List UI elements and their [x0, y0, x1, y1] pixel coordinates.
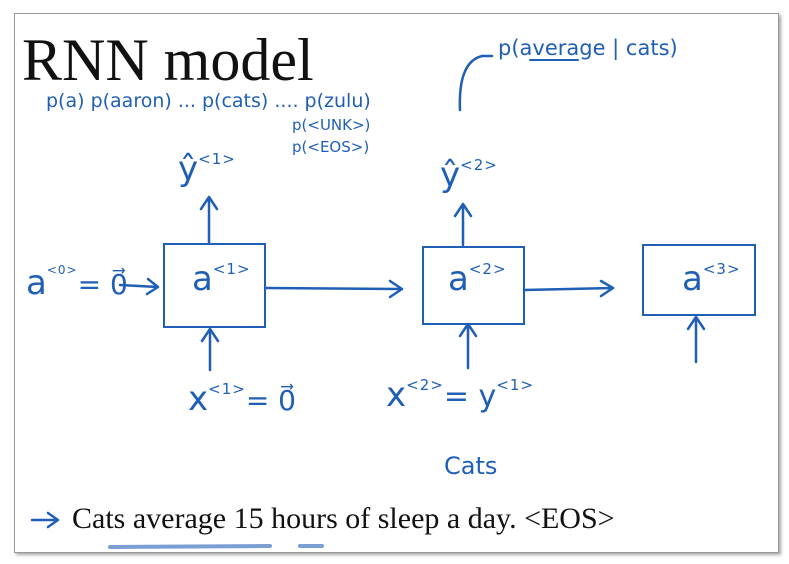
a0-equals-zero: = 0⃗ — [77, 268, 128, 301]
cell3-label: a<3> — [682, 259, 741, 299]
a0-superscript: <0> — [46, 263, 78, 277]
y1-superscript: <1> — [198, 150, 236, 168]
rnn-cell-2 — [422, 246, 525, 325]
conditional-hook-line — [458, 54, 494, 112]
arrow-x3-to-cell3 — [686, 315, 706, 364]
cell3-superscript: <3> — [702, 260, 741, 278]
arrow-x1-to-cell1 — [200, 327, 220, 372]
arrow-cell2-to-y2 — [453, 202, 473, 247]
a0-letter: a — [26, 263, 47, 303]
cell2-activation: a — [448, 259, 469, 299]
y2-superscript: <2> — [460, 156, 498, 174]
x1-input-label: x<1>= 0⃗ — [188, 379, 296, 419]
sentence-underline — [108, 544, 324, 549]
x2-input-label: x<2>= y<1> — [386, 375, 534, 415]
unk-prob-label: p(<UNK>) — [292, 116, 371, 134]
cell1-activation: a — [192, 259, 213, 299]
arrow-cell1-to-y1 — [199, 195, 219, 245]
arrow-x2-to-cell2 — [458, 322, 478, 370]
x1-equals-zero: = 0⃗ — [245, 384, 296, 417]
slide-title: RNN model — [22, 27, 314, 93]
arrow-cell2-to-cell3 — [522, 279, 615, 298]
rnn-cell-3 — [642, 244, 756, 316]
arrow-cell1-to-cell2 — [263, 279, 404, 299]
sentence-pointer-arrow — [30, 511, 60, 529]
x1-superscript: <1> — [208, 380, 246, 398]
cell1-label: a<1> — [192, 259, 251, 299]
slide-frame — [14, 13, 779, 553]
x1-letter: x — [188, 379, 209, 419]
cell3-activation: a — [682, 259, 703, 299]
eos-prob-label: p(<EOS>) — [292, 138, 370, 156]
cell2-label: a<2> — [448, 259, 507, 299]
y2-letter: ŷ — [440, 155, 461, 195]
cell2-superscript: <2> — [468, 260, 507, 278]
x2-superscript: <2> — [406, 376, 444, 394]
rnn-cell-1 — [163, 243, 266, 328]
y1-hat-label: ŷ<1> — [178, 149, 236, 189]
y1-letter: ŷ — [178, 149, 199, 189]
y2-hat-label: ŷ<2> — [440, 155, 498, 195]
training-sentence: Cats average 15 hours of sleep a day. <E… — [72, 502, 615, 535]
vocab-probs-label: p(a) p(aaron) ... p(cats) .... p(zulu) — [46, 90, 371, 112]
cell1-superscript: <1> — [212, 260, 251, 278]
conditional-prob-label: p(average | cats) — [498, 36, 678, 60]
arrow-a0-to-cell1 — [118, 277, 160, 296]
cats-word-label: Cats — [444, 452, 498, 480]
x2-eq-superscript: <1> — [496, 376, 534, 394]
x2-equals-y: = y — [443, 379, 497, 414]
initial-activation-label: a<0>= 0⃗ — [26, 264, 128, 300]
x2-letter: x — [386, 375, 407, 415]
